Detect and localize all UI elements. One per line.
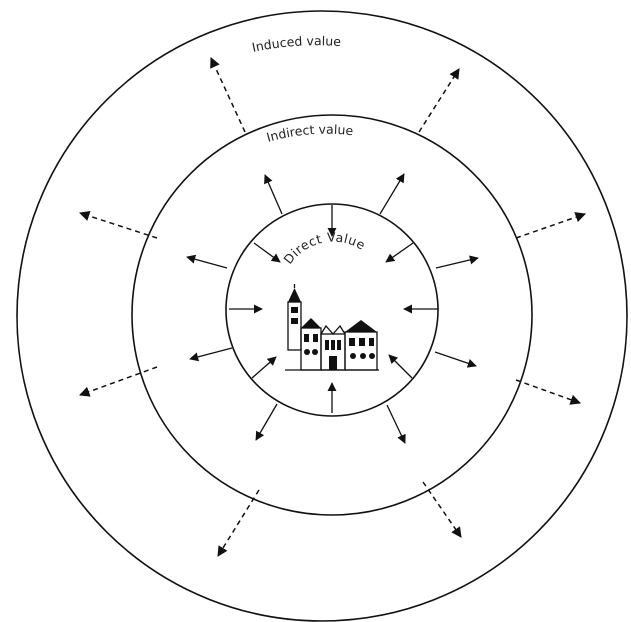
inward-arrows <box>229 205 438 413</box>
outer-ring-induced <box>16 10 628 622</box>
indirect-value-label: Indirect value <box>265 122 355 145</box>
induced-outward-arrows <box>79 57 586 557</box>
indirect-arrow-6 <box>434 351 477 368</box>
induced-arrow-8 <box>422 481 462 538</box>
inward-arrow-top-right <box>385 242 414 263</box>
middle-ring-indirect <box>131 114 533 516</box>
inward-arrow-bottom-left <box>251 356 277 379</box>
induced-arrow-4 <box>515 212 586 239</box>
indirect-arrow-5 <box>189 347 233 362</box>
indirect-arrow-7 <box>255 403 278 441</box>
direct-value-label: Direct Value <box>280 229 368 266</box>
inner-ring-direct <box>225 203 439 417</box>
induced-arrow-7 <box>217 489 260 557</box>
inward-arrow-top-left <box>253 242 281 263</box>
induced-arrow-1 <box>210 57 246 133</box>
induced-arrow-5 <box>79 366 158 397</box>
indirect-arrow-3 <box>186 254 228 269</box>
induced-arrow-6 <box>515 379 581 405</box>
induced-arrow-3 <box>79 210 158 239</box>
indirect-arrow-2 <box>379 173 405 215</box>
induced-arrow-2 <box>418 68 460 133</box>
indirect-outward-arrows <box>186 173 479 444</box>
indirect-arrow-1 <box>264 174 283 215</box>
indirect-arrow-4 <box>435 255 479 269</box>
inward-arrow-bottom-right <box>388 354 413 379</box>
indirect-arrow-8 <box>386 404 406 444</box>
induced-value-label: Induced value <box>251 33 342 55</box>
building-icon <box>285 284 379 371</box>
